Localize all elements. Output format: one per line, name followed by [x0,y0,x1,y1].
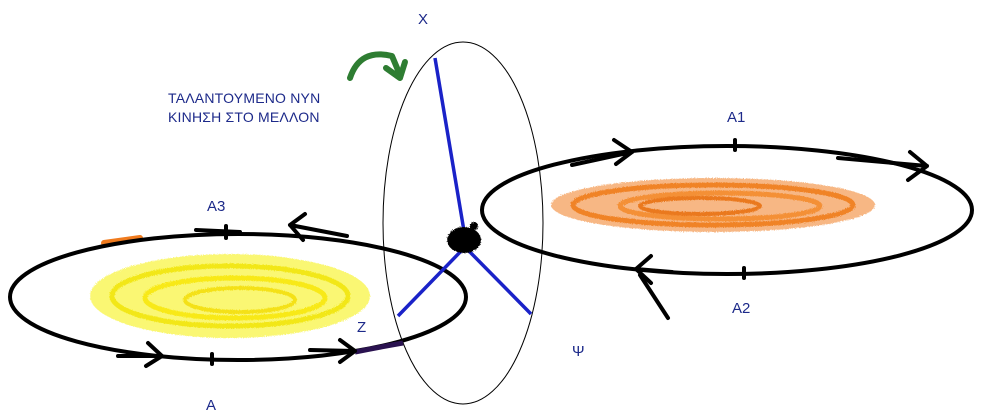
arrow-right-orbit-bottom-tail [638,273,670,320]
right-orbit-bottom-label: A2 [732,300,750,317]
note-line-1: ΤΑΛΑΝΤΟΥΜΕΝΟ ΝΥΝ [168,90,320,106]
left-orbit-yellow-cloud [90,254,370,338]
arrow-left-orbit-bottom-2 [308,338,357,364]
arrow-right-orbit-top-2 [836,150,929,182]
z-axis-line [396,245,467,318]
z-axis-label: Z [357,319,366,336]
central-vertical-ring [382,41,544,405]
note-line-2: ΚΙΝΗΣΗ ΣΤΟ ΜΕΛΛΟΝ [168,109,320,125]
arrow-left-orbit-top-2 [194,228,242,234]
orbit-direction-arrows [116,138,929,368]
right-orbit-path [480,144,974,276]
y-axis-label: Ψ [572,343,585,360]
origin-blob [447,222,481,253]
green-curved-arrow [347,51,408,81]
right-orbit-top-label: A1 [727,109,745,126]
left-orbit-path [8,232,468,362]
right-orbit-orange-cloud [551,178,875,232]
arrow-right-orbit-top-1 [570,138,634,167]
arrow-right-orbit-bottom [634,254,674,285]
arrow-left-orbit-top-1 [288,212,349,242]
coordinate-axes [396,57,533,318]
left-orbit-bottom-label: A [206,397,216,414]
y-axis-line [463,245,533,316]
left-orbit-purple-mark [354,340,404,355]
x-axis-label: X [418,11,428,28]
arrow-left-orbit-bottom-1 [116,341,164,368]
left-orbit-top-label: A3 [207,198,225,215]
x-axis-line [433,57,467,238]
